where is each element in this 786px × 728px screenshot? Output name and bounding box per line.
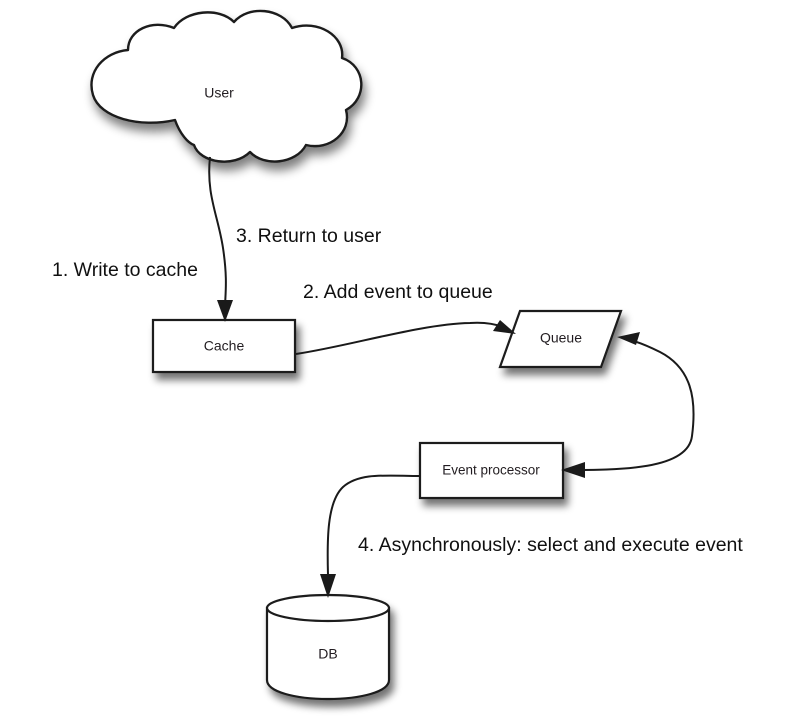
- step-label-2: 2. Add event to queue: [303, 281, 493, 303]
- step-label-1: 1. Write to cache: [52, 259, 198, 281]
- node-event-processor[interactable]: Event processor: [418, 441, 565, 500]
- edge-queue-to-event-processor: [561, 462, 585, 478]
- edge-queue-to-event-processor-arrowhead: [561, 462, 585, 478]
- edge-user-to-cache-line: [208, 156, 227, 310]
- node-queue[interactable]: Queue: [498, 309, 623, 369]
- edge-cache-to-queue[interactable]: [295, 320, 516, 355]
- edge-event-processor-to-queue-line: [562, 339, 695, 471]
- node-user[interactable]: User: [90, 9, 363, 163]
- edge-event-processor-to-db-arrowhead: [320, 574, 336, 598]
- db-cylinder-top: [265, 593, 391, 623]
- node-label-user: User: [204, 85, 234, 101]
- queue-parallelogram: [498, 309, 623, 369]
- edge-cache-to-queue-arrowhead: [493, 320, 516, 334]
- step-label-3: 3. Return to user: [236, 225, 382, 247]
- node-label-event-processor: Event processor: [442, 463, 540, 478]
- edge-event-processor-to-db-line: [326, 474, 421, 576]
- cache-rectangle: [151, 318, 297, 374]
- db-cylinder-body: [265, 606, 391, 701]
- edge-event-processor-to-queue[interactable]: [562, 332, 695, 471]
- edge-cache-to-queue-line: [295, 321, 504, 355]
- edge-user-to-cache[interactable]: [208, 156, 233, 322]
- node-label-cache: Cache: [204, 338, 245, 354]
- node-label-queue: Queue: [540, 330, 582, 346]
- node-db[interactable]: DB: [265, 593, 391, 701]
- cloud-shape: [90, 9, 363, 163]
- edge-event-processor-to-db[interactable]: [320, 474, 421, 598]
- node-label-db: DB: [318, 646, 337, 662]
- step-label-4: 4. Asynchronously: select and execute ev…: [358, 534, 743, 556]
- node-cache[interactable]: Cache: [151, 318, 297, 374]
- edge-user-to-cache-arrowhead: [217, 300, 233, 322]
- edge-event-processor-to-queue-arrowhead: [617, 332, 640, 345]
